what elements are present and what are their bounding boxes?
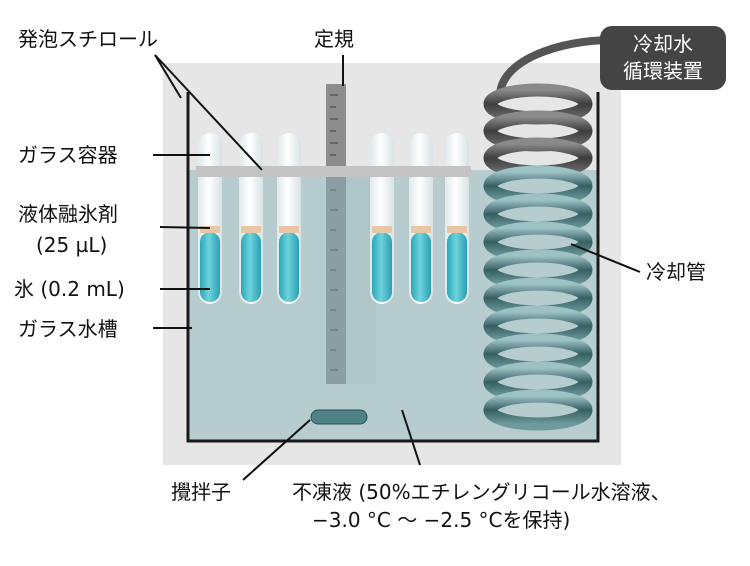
glass-tube <box>370 133 394 304</box>
leader-lines <box>153 54 641 481</box>
label-antifreeze: 不凍液 (50%エチレングリコール水溶液、 <box>292 480 671 504</box>
label-ruler: 定規 <box>314 27 354 51</box>
cooling-coil <box>483 36 613 431</box>
stir-bar <box>310 409 368 425</box>
label-antifreeze-temperature: −3.0 °C 〜 −2.5 °Cを保持) <box>312 508 571 532</box>
glass-tube <box>409 133 433 304</box>
label-styrofoam: 発泡スチロール <box>18 27 158 51</box>
styrofoam-plate <box>196 166 471 177</box>
glass-tube <box>445 133 469 304</box>
glass-tube <box>277 133 301 304</box>
label-chiller-line2: 循環装置 <box>623 59 703 83</box>
label-glass-bath: ガラス水槽 <box>18 317 118 341</box>
label-cooling-tube: 冷却管 <box>646 260 706 284</box>
label-glass-vessel: ガラス容器 <box>18 143 118 167</box>
label-stir-bar: 攪拌子 <box>171 480 231 504</box>
label-liquid-cryoprotectant-volume: (25 µL) <box>36 233 108 257</box>
glass-tube <box>198 133 222 304</box>
label-chiller-line1: 冷却水 <box>633 32 693 56</box>
label-liquid-cryoprotectant: 液体融氷剤 <box>18 202 118 226</box>
label-ice: 氷 (0.2 mL) <box>14 277 125 301</box>
chiller-callout: 冷却水 循環装置 <box>600 26 726 90</box>
